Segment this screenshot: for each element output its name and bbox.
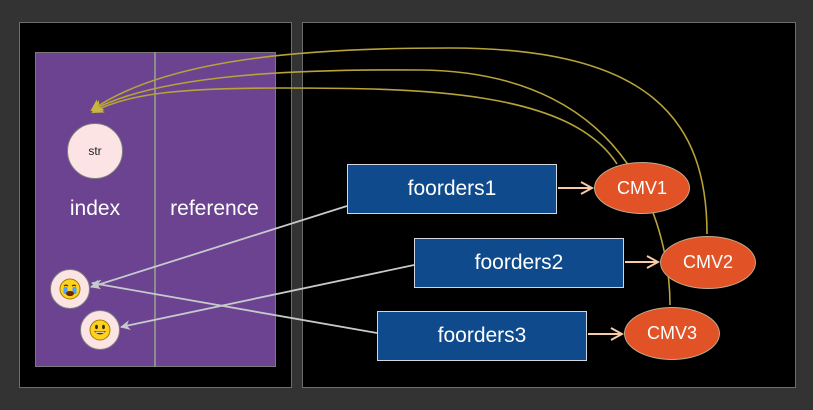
foorders2-box[interactable]: foorders2 bbox=[414, 238, 624, 288]
str-node[interactable]: str bbox=[67, 123, 123, 179]
foorders3-box[interactable]: foorders3 bbox=[377, 311, 587, 361]
str-node-label: str bbox=[88, 144, 102, 158]
cmv3-label: CMV3 bbox=[646, 323, 697, 343]
cmv2-to-str-curve bbox=[90, 47, 708, 235]
cmv3-to-str-curve bbox=[91, 69, 671, 306]
foorders2-label: foorders2 bbox=[474, 251, 564, 274]
index-reference-block bbox=[35, 52, 276, 367]
foorders3-label: foorders3 bbox=[437, 324, 527, 347]
cmv2-node[interactable]: CMV2 bbox=[660, 236, 756, 289]
foorders1-to-crying-arrow bbox=[90, 205, 348, 290]
crying-face-node[interactable] bbox=[50, 269, 90, 309]
cmv1-node[interactable]: CMV1 bbox=[594, 162, 690, 214]
cmv2-label: CMV2 bbox=[682, 252, 733, 272]
column-divider bbox=[154, 52, 156, 367]
smiley-face-icon bbox=[89, 319, 111, 341]
cmv3-node[interactable]: CMV3 bbox=[624, 307, 720, 360]
foorders1-label: foorders1 bbox=[407, 177, 497, 200]
index-label: index bbox=[69, 197, 121, 220]
crying-face-icon bbox=[59, 278, 81, 300]
foorders1-box[interactable]: foorders1 bbox=[347, 164, 557, 214]
cmv1-label: CMV1 bbox=[616, 177, 667, 198]
reference-label: reference bbox=[170, 197, 259, 220]
smiley-face-node[interactable] bbox=[80, 310, 120, 350]
cmv1-to-str-curve bbox=[91, 87, 618, 165]
foorders3-to-crying-arrow bbox=[91, 279, 378, 334]
foorders2-to-smiley-arrow bbox=[120, 264, 415, 331]
